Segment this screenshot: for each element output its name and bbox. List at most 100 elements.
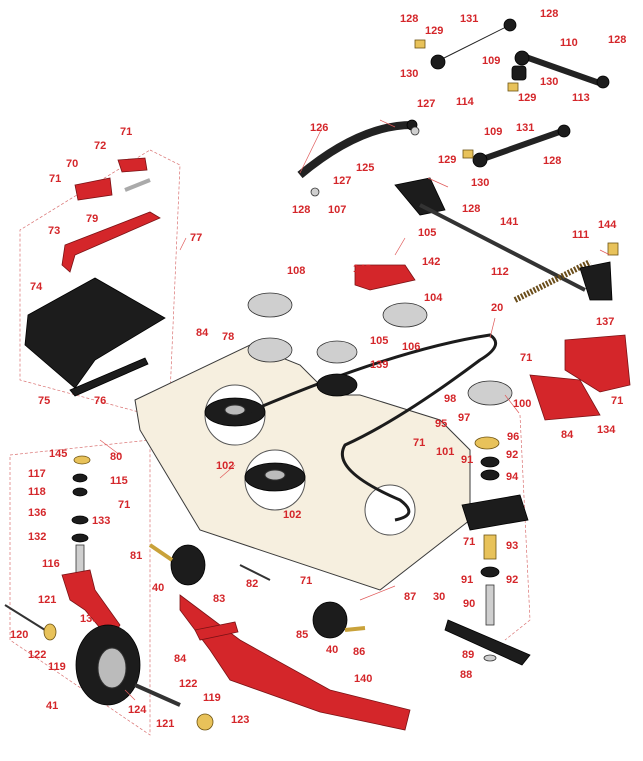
- callout-92: 92: [506, 449, 518, 461]
- callout-139: 139: [370, 359, 388, 371]
- callout-84: 84: [561, 429, 574, 441]
- callout-101: 101: [436, 446, 454, 458]
- callout-109: 109: [484, 126, 502, 138]
- callout-130: 130: [471, 177, 489, 189]
- rollers-and-bumper: [148, 543, 411, 731]
- leader-lines: [99, 119, 611, 701]
- callout-127: 127: [417, 98, 435, 110]
- callout-130: 130: [540, 76, 558, 88]
- callout-78: 78: [222, 331, 234, 343]
- callout-98: 98: [444, 393, 456, 405]
- callout-95: 95: [435, 418, 447, 430]
- callout-41: 41: [46, 700, 58, 712]
- pulleys: [247, 264, 513, 406]
- callout-105: 105: [418, 227, 436, 239]
- callout-96: 96: [507, 431, 519, 443]
- callout-122: 122: [28, 649, 46, 661]
- callout-117: 117: [28, 468, 46, 480]
- callout-74: 74: [30, 281, 43, 293]
- callout-94: 94: [506, 471, 519, 483]
- callout-144: 144: [598, 219, 617, 231]
- linkage-arms: [297, 18, 610, 197]
- callout-79: 79: [86, 213, 98, 225]
- callout-127: 127: [333, 175, 351, 187]
- callout-133: 133: [92, 515, 110, 527]
- callout-71: 71: [463, 536, 475, 548]
- callout-126: 126: [310, 122, 328, 134]
- callout-109: 109: [482, 55, 500, 67]
- callout-81: 81: [130, 550, 142, 562]
- callout-123: 123: [231, 714, 249, 726]
- callout-107: 107: [328, 204, 346, 216]
- callout-135: 135: [80, 613, 98, 625]
- callout-119: 119: [203, 692, 221, 704]
- callout-124: 124: [128, 704, 147, 716]
- deck-shell: [134, 333, 498, 591]
- callout-128: 128: [608, 34, 626, 46]
- callout-91: 91: [461, 574, 473, 586]
- callout-30: 30: [433, 591, 445, 603]
- callout-102: 102: [283, 509, 301, 521]
- spindle-stack: [444, 436, 531, 666]
- discharge-guard-parts: [24, 157, 166, 397]
- callout-134: 134: [597, 424, 616, 436]
- callout-71: 71: [118, 499, 130, 511]
- callout-137: 137: [596, 316, 614, 328]
- callout-142: 142: [422, 256, 440, 268]
- callout-100: 100: [513, 398, 531, 410]
- callout-73: 73: [48, 225, 60, 237]
- callout-102: 102: [216, 460, 234, 472]
- callout-labels: 128 131 128 129 110 128 109 130 130 114 …: [10, 8, 626, 730]
- callout-118: 118: [28, 486, 46, 498]
- callout-70: 70: [66, 158, 78, 170]
- callout-128: 128: [462, 203, 480, 215]
- callout-128: 128: [292, 204, 310, 216]
- callout-76: 76: [94, 395, 106, 407]
- callout-82: 82: [246, 578, 258, 590]
- callout-128: 128: [400, 13, 418, 25]
- callout-71: 71: [520, 352, 532, 364]
- callout-130: 130: [400, 68, 418, 80]
- callout-40: 40: [152, 582, 164, 594]
- callout-140: 140: [354, 673, 372, 685]
- callout-20: 20: [491, 302, 503, 314]
- callout-125: 125: [356, 162, 374, 174]
- callout-90: 90: [463, 598, 475, 610]
- callout-132: 132: [28, 531, 46, 543]
- callout-143: 143: [353, 263, 371, 275]
- caster-wheel-assembly: [4, 455, 214, 731]
- callout-104: 104: [424, 292, 443, 304]
- callout-84: 84: [174, 653, 187, 665]
- callout-128: 128: [543, 155, 561, 167]
- callout-141: 141: [500, 216, 518, 228]
- callout-129: 129: [518, 92, 536, 104]
- callout-97: 97: [458, 412, 470, 424]
- callout-108: 108: [287, 265, 305, 277]
- callout-71: 71: [49, 173, 61, 185]
- callout-106: 106: [402, 341, 420, 353]
- callout-87: 87: [404, 591, 416, 603]
- callout-121: 121: [38, 594, 56, 606]
- callout-121: 121: [156, 718, 174, 730]
- callout-112: 112: [491, 266, 509, 278]
- callout-71: 71: [120, 126, 132, 138]
- callout-83: 83: [213, 593, 225, 605]
- callout-84: 84: [196, 327, 209, 339]
- callout-75: 75: [38, 395, 50, 407]
- callout-115: 115: [110, 475, 128, 487]
- callout-145: 145: [49, 448, 67, 460]
- callout-89: 89: [462, 649, 474, 661]
- right-baffle: [529, 334, 631, 421]
- callout-105: 105: [370, 335, 388, 347]
- callout-120: 120: [10, 629, 28, 641]
- callout-119: 119: [48, 661, 66, 673]
- callout-92: 92: [506, 574, 518, 586]
- callout-113: 113: [572, 92, 590, 104]
- callout-71: 71: [300, 575, 312, 587]
- callout-77: 77: [190, 232, 202, 244]
- callout-86: 86: [353, 646, 365, 658]
- callout-129: 129: [438, 154, 456, 166]
- callout-131: 131: [460, 13, 478, 25]
